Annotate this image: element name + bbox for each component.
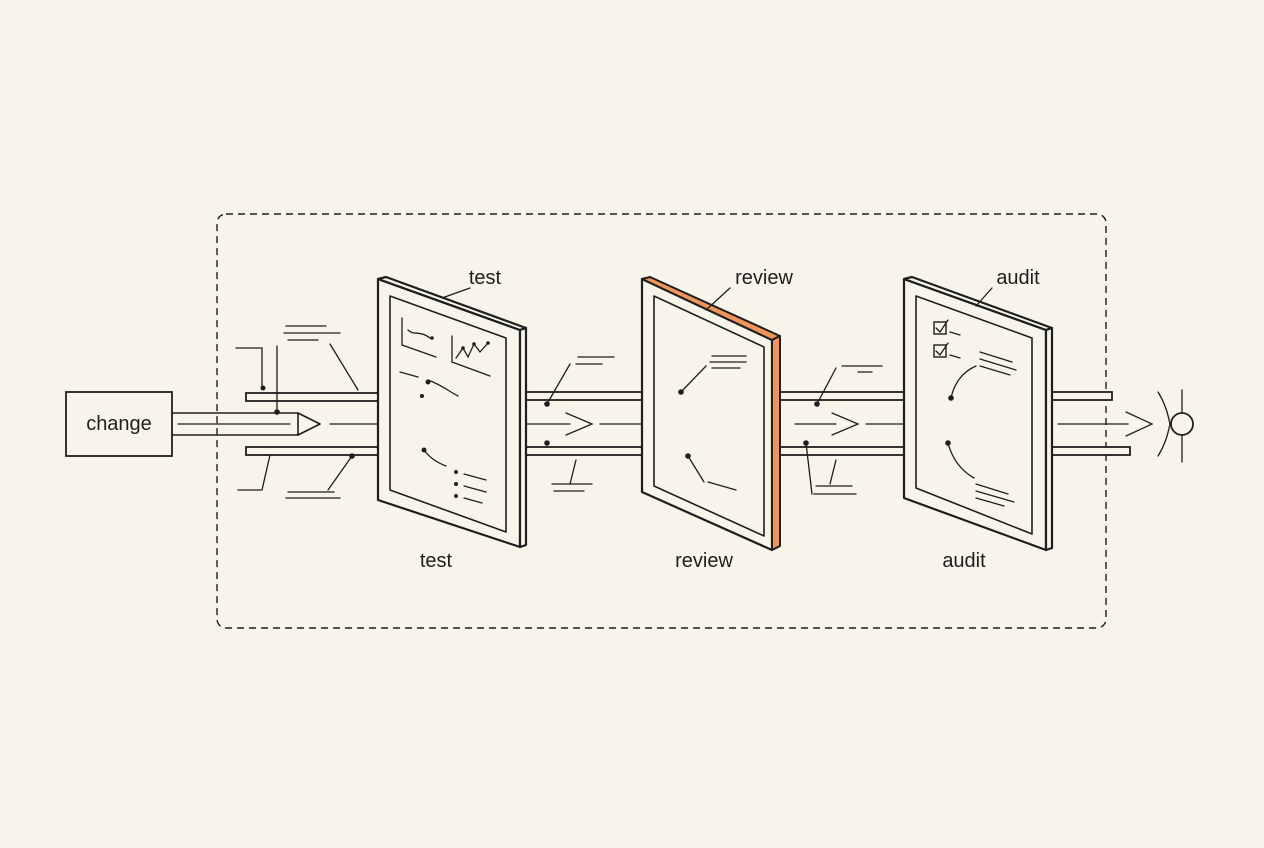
checkbox-icon (933, 319, 961, 336)
test-top-label: test (469, 267, 502, 289)
review-gate: review review (640, 267, 793, 572)
flow-arrow-2 (565, 412, 594, 436)
output-sink (1157, 389, 1194, 463)
annotation-callouts (235, 325, 977, 499)
flow-arrow-4 (831, 412, 860, 436)
output-arrowhead (1125, 411, 1154, 437)
review-bottom-label: review (675, 550, 733, 572)
test-gate: test test (376, 267, 528, 572)
input-arrowhead (297, 412, 321, 436)
review-highlight-side (771, 335, 781, 551)
test-bottom-label: test (420, 550, 453, 572)
audit-top-label: audit (996, 267, 1040, 289)
review-top-label: review (735, 267, 793, 289)
checkbox-icon (933, 342, 961, 359)
audit-bottom-label: audit (942, 550, 986, 572)
change-box: change (65, 391, 173, 457)
input-pipe (171, 412, 321, 436)
pipeline-boundary (216, 213, 1107, 629)
audit-gate: audit audit (902, 267, 1054, 572)
change-label: change (86, 413, 152, 435)
